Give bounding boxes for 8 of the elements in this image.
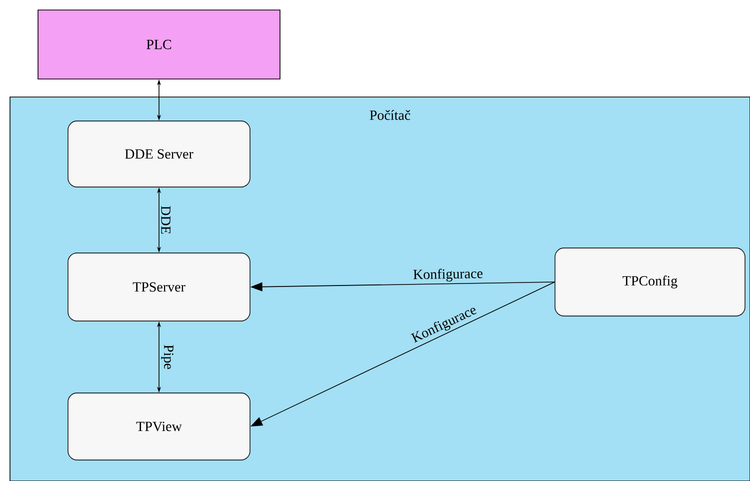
edge-label: Konfigurace — [412, 267, 484, 284]
process-box: TPView — [68, 392, 250, 460]
process-box: TPConfig — [554, 248, 746, 316]
plc-box: PLC — [38, 10, 280, 80]
edge-label: DDE — [160, 204, 172, 236]
process-box: DDE Server — [68, 120, 250, 188]
edge-label: Pipe — [160, 344, 174, 370]
process-box: TPServer — [68, 252, 250, 322]
